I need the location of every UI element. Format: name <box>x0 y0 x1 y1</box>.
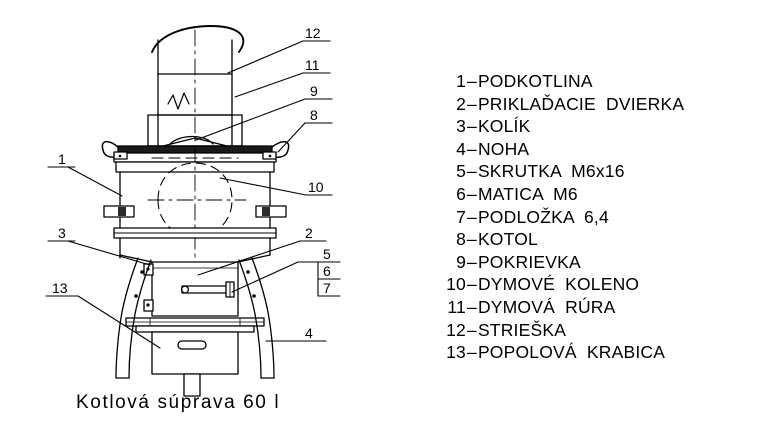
legend-item-6-dash: – <box>467 183 477 204</box>
callout-2-number: 2 <box>305 225 313 241</box>
legend-item-10-dash: – <box>467 274 477 295</box>
legend-item-8-number: 8 <box>456 229 466 250</box>
callout-8-number: 8 <box>310 107 318 123</box>
legend-item-13: 13–POPOLOVÁ KRABICA <box>440 341 740 364</box>
legend-item-6: 6–MATICA M6 <box>440 183 740 206</box>
legend-item-11: 11–DYMOVÁ RÚRA <box>440 296 740 319</box>
legend-item-9-number: 9 <box>456 251 466 272</box>
callout-1-number: 1 <box>58 151 66 167</box>
callout-box-567 <box>317 261 341 297</box>
legend-item-7: 7–PODLOŽKA 6,4 <box>440 206 740 229</box>
legend-item-2: 2–PRIKLAĎACIE DVIERKA <box>440 93 740 116</box>
legend-item-5-number: 5 <box>456 161 466 182</box>
legend-item-1-label: PODKOTLINA <box>477 71 593 91</box>
callout-13-number: 13 <box>52 280 68 296</box>
callout-10-number: 10 <box>308 179 324 195</box>
legend-item-12-number: 12 <box>446 319 466 340</box>
legend-item-3-label: KOLÍK <box>477 116 531 137</box>
legend-item-4: 4–NOHA <box>440 138 740 161</box>
callout-5-number: 5 <box>323 246 331 262</box>
legend-item-5: 5–SKRUTKA M6x16 <box>440 160 740 183</box>
legend-item-2-number: 2 <box>456 93 466 114</box>
callout-11: 11 <box>305 58 320 72</box>
legend-item-7-label: PODLOŽKA 6,4 <box>477 206 609 227</box>
legend-item-5-label: SKRUTKA M6x16 <box>477 161 625 182</box>
legend-item-1: 1–PODKOTLINA <box>440 70 740 93</box>
legend-item-8-label: KOTOL <box>477 229 538 250</box>
callout-6: 6 <box>323 264 331 278</box>
callout-10: 10 <box>308 180 324 194</box>
legend-item-2-dash: – <box>467 93 477 114</box>
legend-item-10: 10–DYMOVÉ KOLENO <box>440 273 740 296</box>
legend-item-3-dash: – <box>467 116 477 137</box>
legend-item-11-label: DYMOVÁ RÚRA <box>477 296 616 317</box>
callout-1: 1 <box>58 152 66 166</box>
legend-item-7-number: 7 <box>456 206 466 227</box>
legs-4 <box>115 257 275 379</box>
ash-box-13 <box>151 331 239 397</box>
callout-3-number: 3 <box>58 225 66 241</box>
legend-item-3: 3–KOLÍK <box>440 115 740 138</box>
callout-12: 12 <box>305 26 321 40</box>
legend-item-4-number: 4 <box>456 138 466 159</box>
callout-11-number: 11 <box>305 57 320 73</box>
callout-13: 13 <box>52 281 68 295</box>
underboiler-1 <box>119 237 271 263</box>
legend-item-8: 8–KOTOL <box>440 228 740 251</box>
callout-8: 8 <box>310 108 318 122</box>
legend-item-6-label: MATICA M6 <box>477 183 578 204</box>
legend-item-1-dash: – <box>467 71 477 91</box>
grate-plate <box>125 317 265 333</box>
legend-item-12-dash: – <box>467 319 477 340</box>
callout-6-number: 6 <box>323 263 331 279</box>
legend-item-6-number: 6 <box>456 183 466 204</box>
legend-item-10-label: DYMOVÉ KOLENO <box>477 274 640 295</box>
legend-item-4-dash: – <box>467 138 477 159</box>
legend-item-3-number: 3 <box>456 116 466 137</box>
callout-4: 4 <box>305 326 313 340</box>
parts-legend: 1–PODKOTLINA 2–PRIKLAĎACIE DVIERKA 3–KOL… <box>440 70 740 364</box>
legend-item-11-dash: – <box>467 296 477 317</box>
callout-3: 3 <box>58 226 66 240</box>
callout-5: 5 <box>323 247 331 261</box>
loading-door-2 <box>143 261 239 317</box>
callout-7: 7 <box>323 281 331 295</box>
legend-item-8-dash: – <box>467 229 477 250</box>
chimney-cap-12 <box>151 25 245 75</box>
legend-item-12-label: STRIEŠKA <box>477 319 567 340</box>
legend-item-9: 9–POKRIEVKA <box>440 251 740 274</box>
legend-item-4-label: NOHA <box>477 138 530 159</box>
legend-item-9-dash: – <box>467 251 477 272</box>
legend-item-11-number: 11 <box>447 296 466 317</box>
legend-item-13-dash: – <box>467 342 477 363</box>
callout-2: 2 <box>305 226 313 240</box>
callout-12-number: 12 <box>305 25 321 41</box>
legend-item-9-label: POKRIEVKA <box>477 251 581 272</box>
legend-item-7-dash: – <box>467 206 477 227</box>
legend-item-13-label: POPOLOVÁ KRABICA <box>477 342 666 363</box>
legend-item-12: 12–STRIEŠKA <box>440 319 740 342</box>
callout-underlines <box>45 40 333 342</box>
callout-9-number: 9 <box>310 83 318 99</box>
callout-4-number: 4 <box>305 325 313 341</box>
legend-item-10-number: 10 <box>446 274 466 295</box>
legend-item-13-number: 13 <box>446 342 466 363</box>
callout-7-number: 7 <box>323 280 331 296</box>
legend-item-1-number: 1 <box>456 71 466 91</box>
callout-9: 9 <box>310 84 318 98</box>
drawing-caption: Kotlová súprava 60 l <box>76 392 281 413</box>
legend-item-5-dash: – <box>467 161 477 182</box>
legend-item-2-label: PRIKLAĎACIE DVIERKA <box>477 93 685 114</box>
